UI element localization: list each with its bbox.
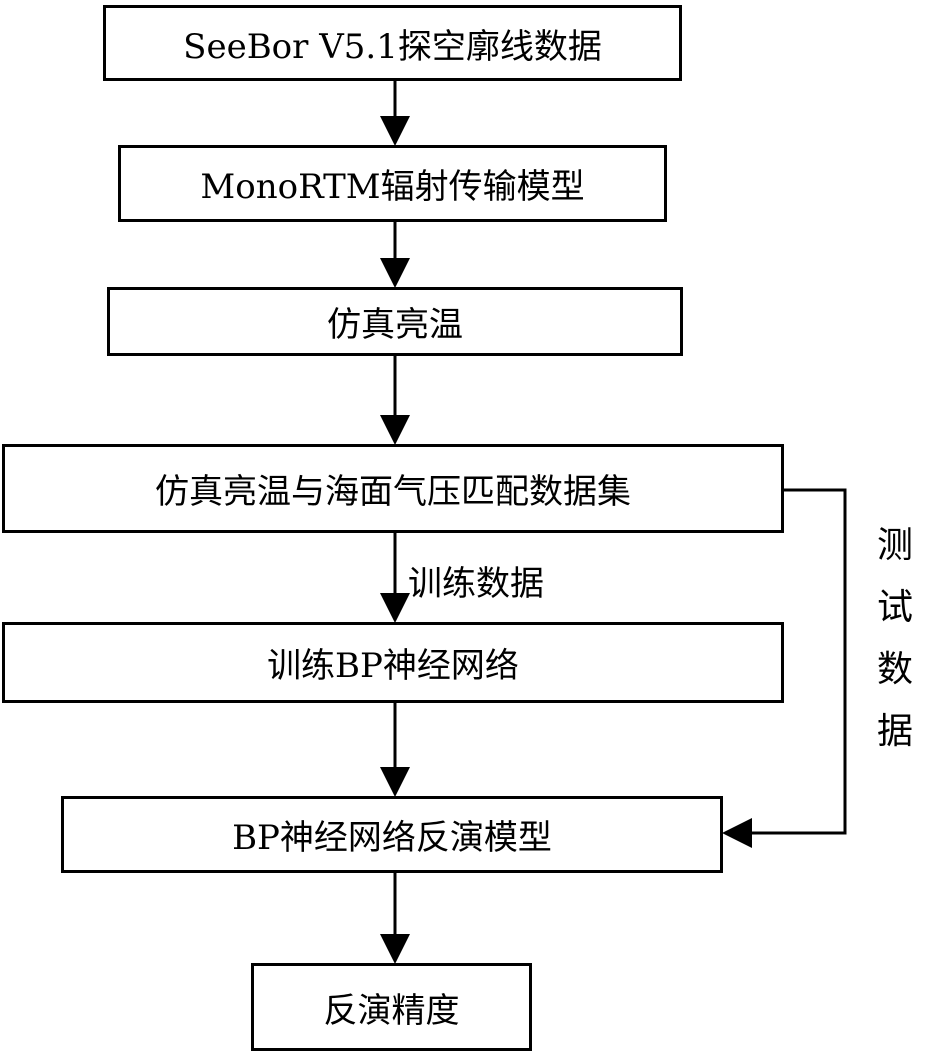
simulated-bt-box: 仿真亮温 (107, 287, 683, 356)
train-bp-box: 训练BP神经网络 (2, 622, 784, 703)
bp-inversion-model-label: BP神经网络反演模型 (232, 818, 552, 858)
seebor-profile-box: SeeBor V5.1探空廓线数据 (103, 5, 682, 81)
bp-inversion-model-box: BP神经网络反演模型 (61, 796, 723, 873)
seebor-profile-label: SeeBor V5.1探空廓线数据 (183, 26, 602, 67)
monortm-model-label: MonoRTM辐射传输模型 (200, 167, 585, 207)
simulated-bt-label: 仿真亮温 (327, 305, 463, 345)
matched-dataset-box: 仿真亮温与海面气压匹配数据集 (2, 444, 784, 533)
training-data-label: 训练数据 (408, 564, 544, 604)
test-data-label: 测试数据 (876, 525, 913, 752)
train-bp-label: 训练BP神经网络 (267, 646, 519, 686)
arrow-dataset-test-to-bp-model (722, 488, 847, 848)
matched-dataset-label: 仿真亮温与海面气压匹配数据集 (155, 472, 631, 512)
inversion-accuracy-label: 反演精度 (323, 990, 460, 1031)
inversion-accuracy-box: 反演精度 (251, 963, 532, 1051)
monortm-model-box: MonoRTM辐射传输模型 (118, 145, 667, 222)
